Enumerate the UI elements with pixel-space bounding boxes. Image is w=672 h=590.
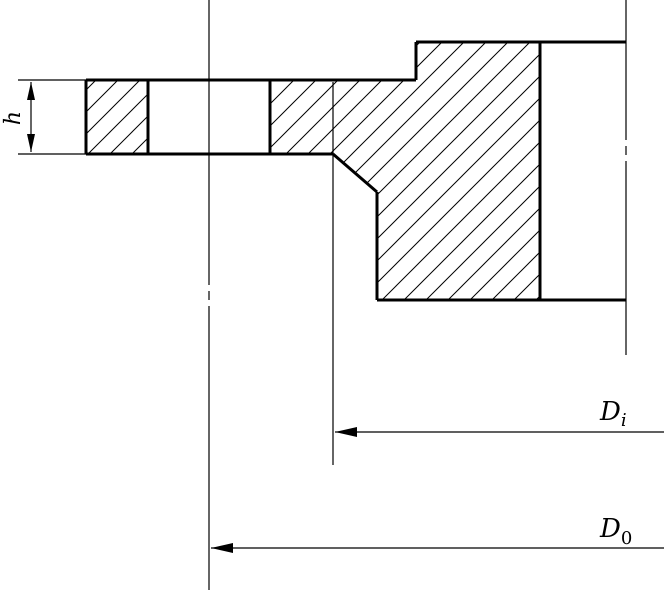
di-label-sub: i <box>621 410 627 431</box>
flange-outline <box>84 40 626 302</box>
bolt-hole-left-hatch <box>86 80 148 154</box>
d0-label: D0 <box>599 514 632 549</box>
di-label-main: D <box>599 397 621 427</box>
h-dimension <box>18 79 86 155</box>
h-label: h <box>1 111 26 125</box>
flange-body-hatch <box>270 42 540 300</box>
di-dimension-line <box>335 427 664 437</box>
d0-label-sub: 0 <box>621 528 632 549</box>
d0-label-main: D <box>599 514 621 544</box>
d0-dimension-line <box>211 543 664 553</box>
di-label: Di <box>599 397 627 431</box>
